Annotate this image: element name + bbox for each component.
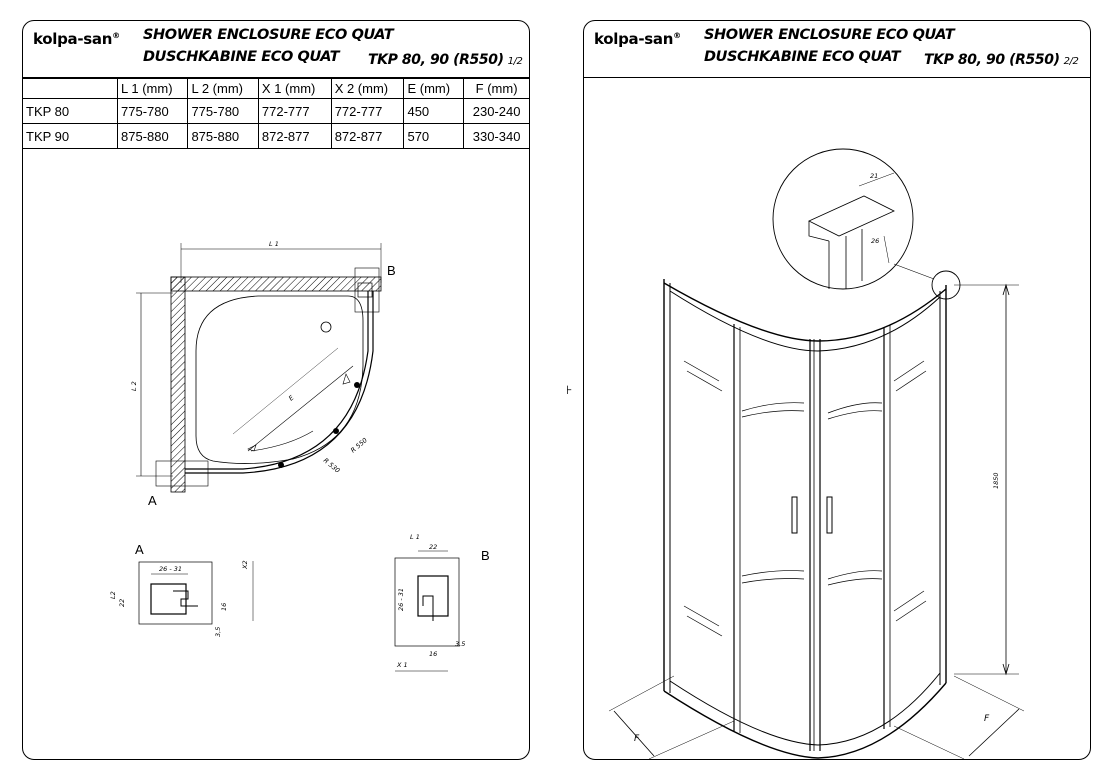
edge-mark: ⊦	[566, 383, 573, 397]
sheet-2: kolpa-san® SHOWER ENCLOSURE ECO QUAT DUS…	[583, 20, 1091, 760]
col-e: E (mm)	[403, 78, 465, 99]
dimension-height: 1850	[954, 283, 1019, 676]
enclosure-outline	[185, 291, 369, 470]
enclosure-iso	[663, 279, 947, 759]
title-en: SHOWER ENCLOSURE ECO QUAT	[704, 27, 955, 43]
svg-text:X 1: X 1	[396, 661, 408, 669]
svg-text:E: E	[287, 393, 296, 402]
wall-left	[170, 276, 186, 493]
detail-a: A 26 - 31 L2 22 X2 16 3,5	[109, 542, 254, 637]
svg-text:L 1: L 1	[410, 533, 420, 541]
dimension-e: E	[232, 347, 354, 452]
svg-text:22: 22	[118, 599, 126, 607]
svg-text:21: 21	[870, 172, 878, 180]
svg-text:L 1: L 1	[269, 240, 279, 248]
title-de: DUSCHKABINE ECO QUAT	[704, 49, 901, 65]
col-x2: X 2 (mm)	[330, 78, 405, 99]
isometric-drawing: 21 26 1850	[608, 148, 1025, 759]
shower-tray	[195, 295, 364, 464]
sheet-1: kolpa-san® SHOWER ENCLOSURE ECO QUAT DUS…	[22, 20, 530, 760]
col-l2: L 2 (mm)	[187, 78, 259, 99]
svg-text:L 2: L 2	[130, 381, 138, 391]
brand-logo: kolpa-san®	[33, 30, 120, 48]
svg-text:16: 16	[220, 603, 228, 611]
svg-text:26 - 31: 26 - 31	[159, 565, 182, 573]
dimension-f-right: F	[893, 675, 1025, 759]
dimensions-table: L 1 (mm) L 2 (mm) X 1 (mm) X 2 (mm) E (m…	[23, 78, 529, 149]
page-number: 1/2	[507, 56, 523, 67]
title-de: DUSCHKABINE ECO QUAT	[143, 49, 340, 65]
detail-b-marker: B	[387, 263, 396, 278]
wall-top	[170, 276, 382, 292]
svg-text:X2: X2	[241, 560, 249, 570]
handle-right	[826, 496, 833, 534]
svg-text:3,5: 3,5	[455, 640, 465, 648]
svg-text:F: F	[984, 714, 990, 724]
svg-text:1850: 1850	[992, 472, 1000, 489]
dimension-l2: L 2	[130, 292, 173, 477]
page-number: 2/2	[1063, 56, 1079, 67]
table-row: TKP 90 875-880 875-880 872-877 872-877 5…	[23, 123, 529, 149]
dimension-l1: L 1	[180, 240, 382, 283]
radius-530-label: R 530	[322, 456, 342, 474]
svg-text:F: F	[634, 734, 640, 744]
title-block: kolpa-san® SHOWER ENCLOSURE ECO QUAT DUS…	[584, 21, 1090, 78]
detail-a-marker: A	[148, 493, 157, 508]
dimension-f-left: F	[608, 675, 735, 759]
model-code: TKP 80, 90 (R550)2/2	[924, 52, 1079, 68]
svg-text:B: B	[481, 548, 490, 563]
title-block: kolpa-san® SHOWER ENCLOSURE ECO QUAT DUS…	[23, 21, 529, 78]
svg-text:L2: L2	[109, 591, 117, 599]
svg-text:26: 26	[871, 237, 879, 245]
svg-text:16: 16	[429, 650, 437, 658]
svg-text:3,5: 3,5	[214, 627, 222, 637]
radius-550-label: R 550	[349, 436, 369, 454]
profile-detail: 21 26	[772, 148, 914, 290]
brand-logo: kolpa-san®	[594, 30, 681, 48]
drain-icon	[320, 321, 332, 333]
model-code: TKP 80, 90 (R550)1/2	[368, 52, 523, 68]
svg-text:A: A	[135, 542, 144, 557]
detail-b: B L 1 22 26 - 31 3,5 16 X 1	[394, 533, 490, 672]
svg-text:22: 22	[429, 543, 437, 551]
title-en: SHOWER ENCLOSURE ECO QUAT	[143, 27, 394, 43]
plan-drawing: L 1 L 2 E R 550	[109, 240, 490, 672]
handle-left	[791, 496, 798, 534]
svg-text:26 - 31: 26 - 31	[397, 588, 405, 611]
col-f: F (mm)	[463, 78, 529, 99]
